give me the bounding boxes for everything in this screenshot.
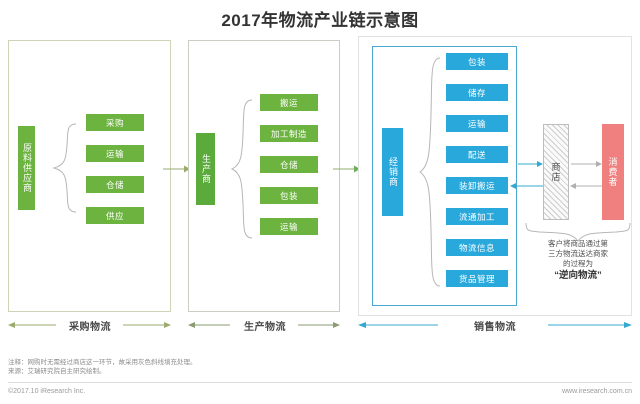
footer-source: 来源：艾瑞研究院自主研究绘制。	[8, 368, 106, 375]
footer-notes: 注释：网购时无需经过商店这一环节，故采用灰色斜线填充处理。 来源：艾瑞研究院自主…	[8, 358, 197, 376]
flow-label-procurement: 采购物流	[69, 322, 111, 333]
activity-box: 配送	[446, 146, 508, 163]
box-shop: 商店	[543, 124, 569, 220]
activity-box: 包装	[260, 187, 318, 204]
reverse-note-line2: 三方物流送达商家	[548, 249, 608, 258]
activity-box: 采购	[86, 114, 144, 131]
footer-copyright: ©2017.10 iResearch Inc.	[8, 388, 86, 395]
activity-box: 搬运	[260, 94, 318, 111]
activity-box: 运输	[260, 218, 318, 235]
page-title: 2017年物流产业链示意图	[221, 11, 419, 30]
activity-box: 运输	[446, 115, 508, 132]
activity-box: 供应	[86, 207, 144, 224]
footer-url: www.iresearch.com.cn	[561, 388, 632, 395]
box-consumer: 消费者	[602, 124, 624, 220]
reverse-note-emphasis: “逆向物流”	[554, 270, 602, 281]
activity-box: 装卸搬运	[446, 177, 508, 194]
stage-box-producer: 生产商	[196, 133, 215, 205]
activity-box: 仓储	[86, 176, 144, 193]
activity-box: 运输	[86, 145, 144, 162]
flow-label-sales: 销售物流	[474, 322, 516, 333]
activity-box: 物流信息	[446, 239, 508, 256]
activity-box: 储存	[446, 84, 508, 101]
stage-box-supplier: 原料供应商	[18, 126, 35, 210]
activity-box: 货品管理	[446, 270, 508, 287]
activity-box: 流通加工	[446, 208, 508, 225]
footer-note: 注释：网购时无需经过商店这一环节，故采用灰色斜线填充处理。	[8, 359, 197, 366]
activity-box: 加工制造	[260, 125, 318, 142]
activity-box: 包装	[446, 53, 508, 70]
footer-divider	[8, 382, 632, 383]
flow-label-production: 生产物流	[244, 322, 286, 333]
stage-box-distributor: 经销商	[382, 128, 403, 216]
reverse-logistics-note: 客户将商品通过第 三方物流送达商家 的过程为 “逆向物流”	[524, 239, 632, 281]
activity-box: 仓储	[260, 156, 318, 173]
reverse-note-line3: 的过程为	[563, 259, 593, 268]
reverse-note-line1: 客户将商品通过第	[548, 239, 608, 248]
